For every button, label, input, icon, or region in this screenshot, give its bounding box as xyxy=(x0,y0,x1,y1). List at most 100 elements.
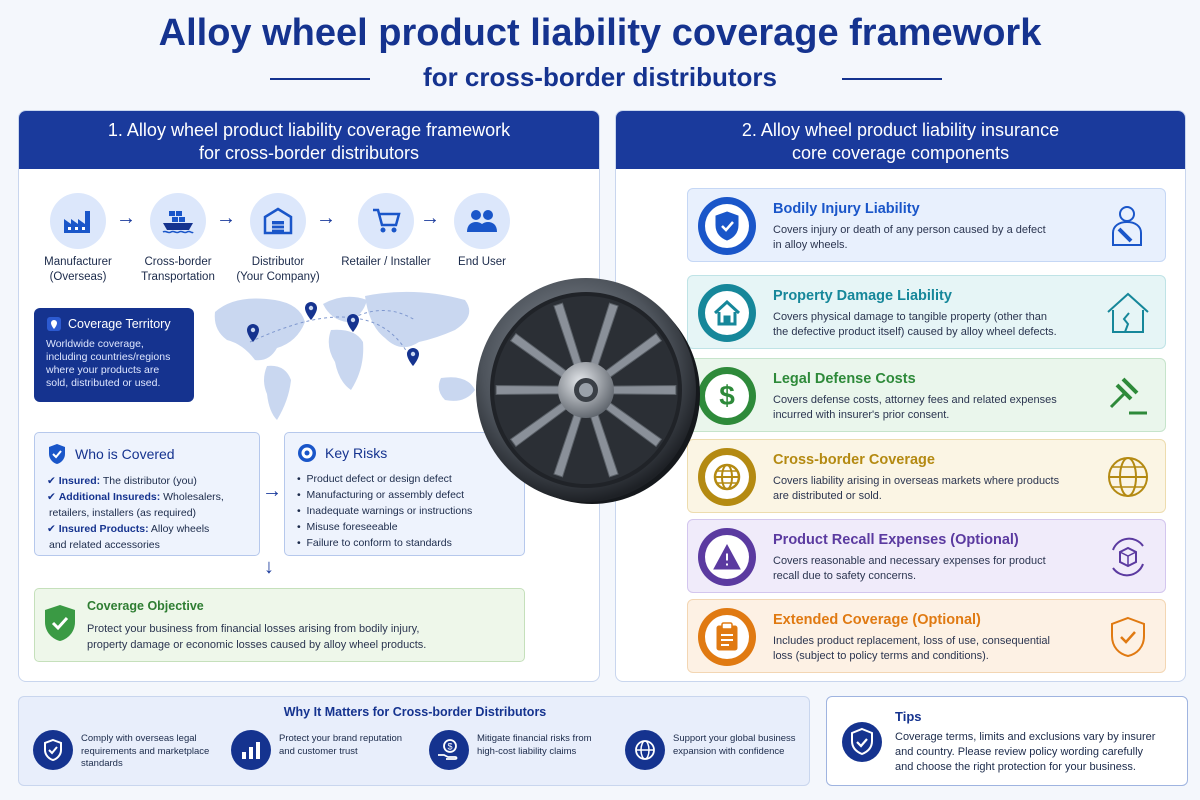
component-legal-defense: $ Legal Defense Costs Covers defense cos… xyxy=(687,358,1166,432)
world-map xyxy=(214,291,475,420)
component-description: Covers defense costs, attorney fees and … xyxy=(773,394,1057,421)
risk-item: • Manufacturing or assembly defect xyxy=(297,489,465,501)
map-pin-icon xyxy=(305,302,317,320)
wheel-spoke xyxy=(609,384,677,396)
warehouse-icon xyxy=(250,193,306,249)
who-covered-item: ✔ Insured: The distributor (you) xyxy=(47,475,197,487)
factory-icon xyxy=(50,193,106,249)
recall-box-icon xyxy=(1112,537,1144,577)
title-rule-right xyxy=(842,78,942,80)
flow-step-transport: Cross-border Transportation xyxy=(136,193,220,285)
flow-label: Manufacturer xyxy=(44,256,112,268)
shield-check-icon xyxy=(49,444,65,464)
flow-label: End User xyxy=(458,256,506,268)
right-panel-title: 2. Alloy wheel product liability insuran… xyxy=(741,120,1060,140)
key-risks-title: Key Risks xyxy=(325,445,388,461)
component-description: Includes product replacement, loss of us… xyxy=(773,635,1050,662)
alloy-wheel-image xyxy=(476,278,700,504)
who-covered-item-cont: retailers, installers (as required) xyxy=(49,507,197,519)
map-pin-icon xyxy=(247,324,259,342)
house-icon xyxy=(698,284,756,342)
arrow-right-icon: → xyxy=(216,207,236,229)
flow-sublabel: Transportation xyxy=(141,271,215,283)
injured-person-icon xyxy=(1112,206,1142,246)
globe-icon xyxy=(698,448,756,506)
component-description: Covers reasonable and necessary expenses… xyxy=(773,555,1046,582)
tips-text: Coverage terms, limits and exclusions va… xyxy=(895,731,1156,773)
map-pin-icon xyxy=(407,348,419,366)
flow-label: Distributor xyxy=(251,256,305,268)
globe-outline-icon xyxy=(1108,457,1148,497)
right-panel-header: 2. Alloy wheel product liability insuran… xyxy=(616,111,1185,169)
risk-item: • Misuse foreseeable xyxy=(297,521,398,533)
clipboard-icon xyxy=(698,608,756,666)
flow-sublabel: (Overseas) xyxy=(49,271,107,283)
bar-chart-icon xyxy=(231,730,271,770)
shield-outline-icon xyxy=(1111,616,1145,658)
coverage-territory-card: Coverage Territory Worldwide coverage, i… xyxy=(34,308,194,402)
arrow-right-icon: → xyxy=(116,207,136,229)
shield-check-icon xyxy=(33,730,73,770)
left-panel-title-line2: for cross-border distributors xyxy=(198,143,420,163)
tips-card: Tips Coverage terms, limits and exclusio… xyxy=(826,696,1188,786)
component-cross-border: Cross-border Coverage Covers liability a… xyxy=(687,439,1166,513)
damaged-house-icon xyxy=(1107,292,1149,333)
component-title: Bodily Injury Liability xyxy=(773,201,920,217)
component-product-recall: Product Recall Expenses (Optional) Cover… xyxy=(687,519,1166,593)
who-is-covered-card: Who is Covered ✔ Insured: The distributo… xyxy=(34,432,260,556)
component-title: Product Recall Expenses (Optional) xyxy=(773,532,1019,548)
component-description: Covers liability arising in overseas mar… xyxy=(773,475,1060,502)
arrow-right-icon: → xyxy=(420,207,440,229)
shield-check-icon xyxy=(842,722,882,762)
risk-item: • Failure to conform to standards xyxy=(297,537,452,549)
key-risks-card: Key Risks • Product defect or design def… xyxy=(284,432,525,556)
flow-sublabel: (Your Company) xyxy=(236,271,320,283)
svg-text:$: $ xyxy=(447,742,452,752)
why-title: Why It Matters for Cross-border Distribu… xyxy=(283,705,547,719)
gavel-icon xyxy=(1109,377,1147,415)
who-covered-item: ✔ Additional Insureds: Wholesalers, xyxy=(47,491,224,503)
component-description: Covers physical damage to tangible prope… xyxy=(773,311,1057,338)
who-covered-title: Who is Covered xyxy=(75,446,175,462)
component-title: Extended Coverage (Optional) xyxy=(773,612,981,628)
arrow-right-icon: → xyxy=(262,480,282,502)
globe-icon xyxy=(625,730,665,770)
right-panel-title-line2: core coverage components xyxy=(791,143,1010,163)
who-covered-item: ✔ Insured Products: Alloy wheels xyxy=(47,523,210,535)
why-it-matters-section: Why It Matters for Cross-border Distribu… xyxy=(18,696,810,786)
cargo-ship-icon xyxy=(150,193,206,249)
component-extended-coverage: Extended Coverage (Optional) Includes pr… xyxy=(687,599,1166,673)
users-icon xyxy=(454,193,510,249)
target-icon xyxy=(298,444,316,462)
flow-step-manufacturer: Manufacturer (Overseas) xyxy=(36,193,120,285)
territory-text: Worldwide coverage, including countries/… xyxy=(46,338,171,389)
arrow-right-icon: → xyxy=(316,207,336,229)
flow-step-end-user: End User xyxy=(440,193,524,270)
warning-icon xyxy=(698,528,756,586)
component-title: Property Damage Liability xyxy=(773,288,952,304)
tips-title: Tips xyxy=(895,709,922,724)
wheel-spoke xyxy=(495,384,563,396)
flow-label: Cross-border xyxy=(144,256,212,268)
risk-item: • Product defect or design defect xyxy=(297,473,452,485)
risk-item: • Inadequate warnings or instructions xyxy=(297,505,473,517)
flow-step-retailer: Retailer / Installer xyxy=(336,193,436,270)
component-bodily-injury: Bodily Injury Liability Covers injury or… xyxy=(687,188,1166,262)
who-covered-item-cont: and related accessories xyxy=(49,539,160,551)
dollar-icon: $ xyxy=(698,367,756,425)
left-panel-title: 1. Alloy wheel product liability coverag… xyxy=(107,120,511,140)
component-title: Cross-border Coverage xyxy=(773,452,935,468)
objective-title: Coverage Objective xyxy=(87,599,204,613)
coin-hand-icon: $ xyxy=(429,730,469,770)
title-rule-left xyxy=(270,78,370,80)
component-title: Legal Defense Costs xyxy=(773,371,916,387)
page-title: Alloy wheel product liability coverage f… xyxy=(158,12,1042,54)
arrow-down-icon: ↓ xyxy=(264,556,274,578)
shopping-cart-icon xyxy=(358,193,414,249)
map-pin-icon xyxy=(347,314,359,332)
shield-check-icon xyxy=(45,605,75,641)
